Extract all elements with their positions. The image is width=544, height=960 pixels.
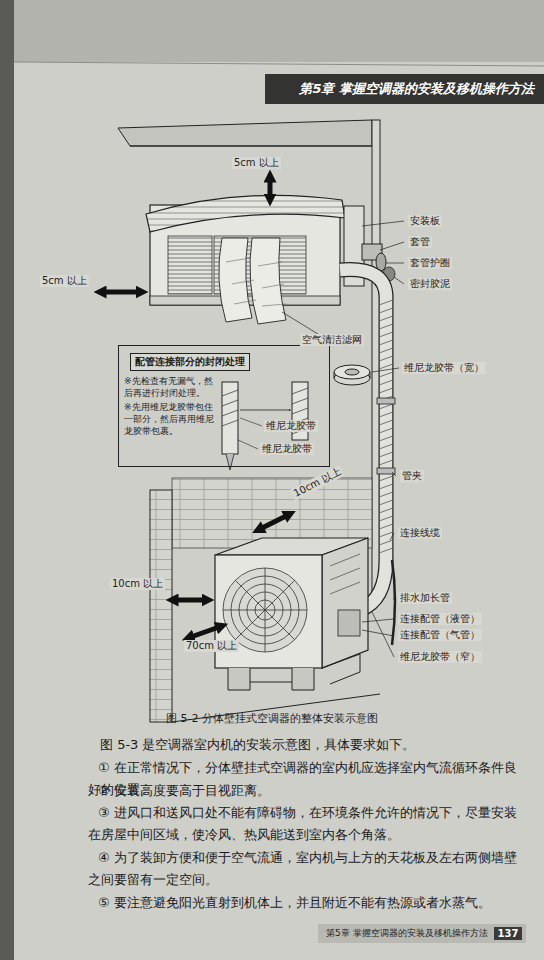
tape-wrap [379,540,393,545]
part-label: 连接线缆 [398,527,442,539]
tape-wrap [379,516,393,521]
fan-grille [235,580,294,639]
tape-wrap [379,476,393,481]
tape-wrap [379,484,393,489]
page-edge [14,62,544,66]
body-paragraph: ④ 为了装卸方便和便于空气流通，室内机与上方的天花板及左右两侧墙壁之间要留有一定… [88,847,525,891]
part-label: 套管护圈 [408,257,452,269]
figure-caption: 图 5-2 分体壁挂式空调器的整体安装示意图 [0,712,544,725]
node-text: 137 [494,927,523,940]
body-paragraph: ③ 进风口和送风口处不能有障碍物，在环境条件允许的情况下，尽量安装在房屋中间区域… [88,802,525,846]
dimension-label: 5cm 以上 [40,275,89,287]
leader-line [282,221,404,657]
tape-wrap [379,500,393,505]
tape-wrap [379,380,393,385]
page-top-shade [0,0,544,62]
node-text: ※先检查有无漏气，然后再进行封闭处理。 [124,376,216,399]
page-footer: 第5章 掌握空调器的安装及移机操作方法 137 [318,924,526,943]
part-label: 维尼龙胶带 [264,420,318,432]
clearance-arrow [100,176,290,638]
part-label: 排水加长管 [398,592,452,604]
tape-wrap [379,300,393,305]
tape-wrap [379,508,393,513]
part-label: 连接配管（气管） [398,629,482,641]
node-heading: 第5章 掌握空调器的安装及移机操作方法 [326,927,488,940]
part-label: 维尼龙胶带（宽） [402,362,486,374]
part-label: 套管 [408,236,432,248]
body-paragraph: 图 5-3 是空调器室内机的安装示意图，具体要求如下。 [88,734,525,756]
node-text: ※先用维尼龙胶带包住一部分，然后再用维尼龙胶带包裹。 [124,402,216,437]
part-label: 安装板 [408,215,442,227]
body-paragraph: ② 安装高度要高于目视距离。 [88,780,525,802]
drain-hose [392,560,395,645]
tape-wrap [379,348,393,353]
side-wall [150,490,172,722]
air-filter [219,238,286,324]
outdoor-unit [215,538,368,690]
pipe-clamp [377,468,395,474]
dimension-label: 70cm 以上 [184,640,239,652]
tape-wrap [379,524,393,529]
tape-wrap [379,412,393,417]
tape-wrap [379,428,393,433]
tape-wrap [379,452,393,457]
tape-wrap [379,356,393,361]
service-valves [338,610,360,636]
tape-wrap [379,388,393,393]
part-label: 管夹 [400,470,424,482]
chapter-header: 第5章 掌握空调器的安装及移机操作方法 [265,74,544,104]
pipe-clamp [377,398,395,404]
page-edge-shadow [0,0,14,960]
tape-wrap [379,332,393,337]
tape-wrap [379,532,393,537]
part-label: 维尼龙胶带 [260,443,314,455]
dimension-label: 5cm 以上 [232,157,281,169]
part-label: 密封胶泥 [408,278,452,290]
tape-wrap [379,340,393,345]
tape-wrap [379,444,393,449]
ceiling [118,120,372,146]
tape-wrap [379,308,393,313]
tape-wrap [379,404,393,409]
tape-wrap [379,316,393,321]
node-heading: 配管连接部分的封闭处理 [130,353,250,371]
tape-wrap [379,372,393,377]
tape-wrap [379,548,393,553]
tape-wrap [379,364,393,369]
tape-wrap [379,420,393,425]
part-label: 维尼龙胶带（窄） [398,651,482,663]
tape-wrap [379,436,393,441]
tape-wrap [379,460,393,465]
part-label: 空气清洁滤网 [300,334,364,346]
dimension-label: 10cm 以上 [110,578,165,590]
part-label: 连接配管（液管） [398,613,482,625]
tape-roll [334,365,370,385]
node-heading: 第5章 掌握空调器的安装及移机操作方法 [299,80,534,98]
tape-wrap [379,492,393,497]
tape-wrap [379,324,393,329]
body-paragraph: ⑤ 要注意避免阳光直射到机体上，并且附近不能有热源或者水蒸气。 [88,892,525,914]
